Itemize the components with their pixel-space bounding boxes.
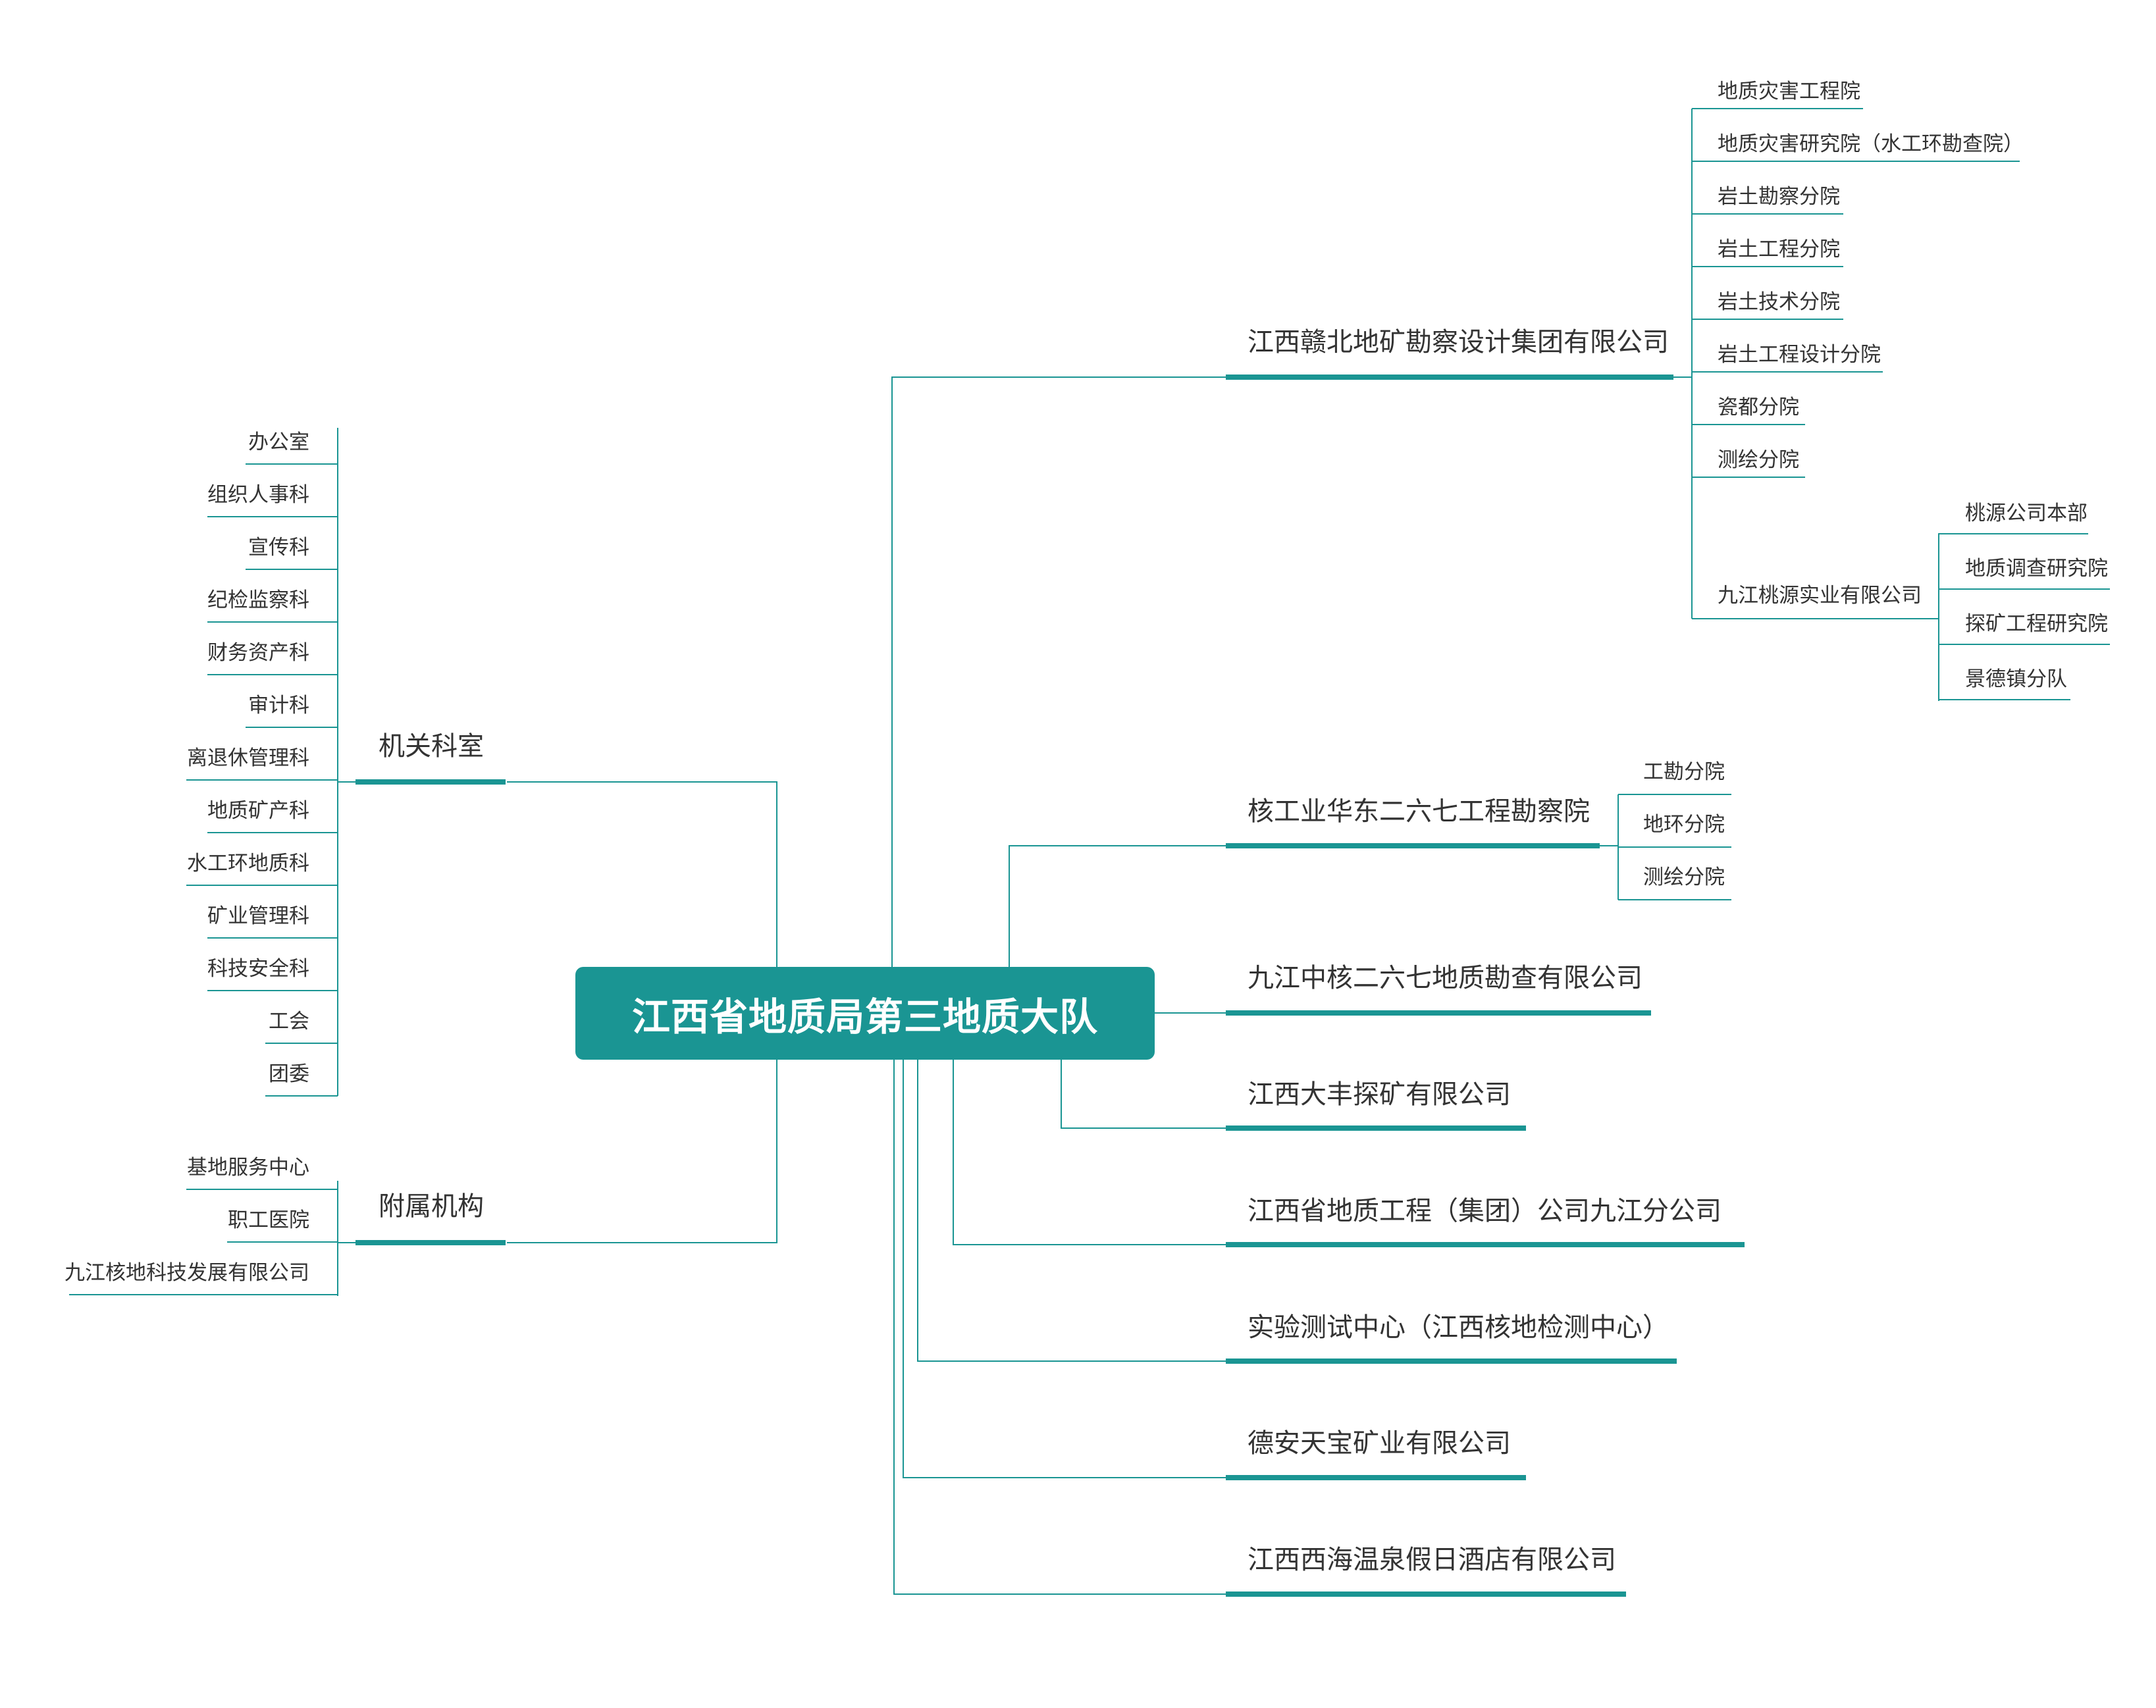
dept-item[interactable]: 审计科	[248, 694, 309, 717]
connector-root-xihai	[893, 1060, 1226, 1595]
dept-item[interactable]: 宣传科	[248, 536, 309, 559]
sub-item[interactable]: 工勘分院	[1643, 760, 1725, 784]
sub-item[interactable]: 岩土勘察分院	[1718, 185, 1840, 209]
dept-item[interactable]: 科技安全科	[207, 957, 309, 981]
connector-root-dizhi	[953, 1060, 1226, 1245]
sub-item[interactable]: 地环分院	[1643, 813, 1725, 837]
dept-item[interactable]: 财务资产科	[207, 641, 309, 665]
affiliate-item[interactable]: 基地服务中心	[187, 1156, 309, 1179]
dept-item[interactable]: 纪检监察科	[207, 588, 309, 612]
branch-jiguan-keshi[interactable]: 机关科室	[379, 731, 484, 762]
connector-root-fushu	[507, 1060, 777, 1243]
sub-item[interactable]: 岩土工程设计分院	[1718, 343, 1881, 367]
connector-root-ganbei	[891, 376, 1226, 967]
connector-root-jiguan	[507, 781, 777, 967]
dept-item[interactable]: 工会	[269, 1010, 309, 1033]
dept-item[interactable]: 水工环地质科	[187, 852, 309, 875]
sub-item[interactable]: 地质灾害工程院	[1718, 80, 1860, 103]
affiliate-item[interactable]: 九江核地科技发展有限公司	[65, 1261, 309, 1285]
branch-xihai-hotel[interactable]: 江西西海温泉假日酒店有限公司	[1248, 1545, 1616, 1575]
dept-item[interactable]: 办公室	[248, 430, 309, 454]
root-title: 江西省地质局第三地质大队	[631, 994, 1098, 1039]
connector-root-dafeng	[1061, 1060, 1226, 1129]
sub-item[interactable]: 瓷都分院	[1718, 396, 1799, 419]
sub-sub-item[interactable]: 桃源公司本部	[1965, 502, 2088, 525]
sub-sub-item[interactable]: 地质调查研究院	[1965, 557, 2108, 581]
sub-item-taoyuan[interactable]: 九江桃源实业有限公司	[1718, 584, 1922, 608]
connector-root-hegongye	[1009, 845, 1226, 967]
branch-fushu-jigou[interactable]: 附属机构	[379, 1191, 484, 1222]
root-node[interactable]: 江西省地质局第三地质大队	[575, 967, 1155, 1060]
connector-root-dean	[903, 1060, 1226, 1478]
branch-dizhi-gongcheng-jiujiang[interactable]: 江西省地质工程（集团）公司九江分公司	[1248, 1196, 1722, 1226]
sub-sub-item[interactable]: 景德镇分队	[1965, 667, 2067, 691]
sub-sub-item[interactable]: 探矿工程研究院	[1965, 612, 2108, 636]
dept-item[interactable]: 地质矿产科	[207, 799, 309, 823]
branch-dafeng-tankuang[interactable]: 江西大丰探矿有限公司	[1248, 1079, 1511, 1110]
branch-hegongye-267[interactable]: 核工业华东二六七工程勘察院	[1248, 796, 1590, 827]
dept-item[interactable]: 团委	[269, 1062, 309, 1086]
sub-item[interactable]: 地质灾害研究院（水工环勘查院）	[1718, 132, 2024, 156]
sub-item[interactable]: 岩土工程分院	[1718, 238, 1840, 261]
branch-shiyan-ceshi[interactable]: 实验测试中心（江西核地检测中心）	[1248, 1312, 1669, 1343]
branch-dean-tianbao[interactable]: 德安天宝矿业有限公司	[1248, 1428, 1511, 1459]
sub-item[interactable]: 岩土技术分院	[1718, 290, 1840, 314]
branch-jiujiang-zhonghe[interactable]: 九江中核二六七地质勘查有限公司	[1248, 963, 1643, 993]
branch-ganbei-dikuang[interactable]: 江西赣北地矿勘察设计集团有限公司	[1248, 327, 1669, 357]
dept-item[interactable]: 组织人事科	[207, 483, 309, 507]
sub-item[interactable]: 测绘分院	[1643, 866, 1725, 889]
dept-item[interactable]: 离退休管理科	[187, 746, 309, 770]
dept-item[interactable]: 矿业管理科	[207, 904, 309, 928]
sub-item[interactable]: 测绘分院	[1718, 448, 1799, 472]
affiliate-item[interactable]: 职工医院	[228, 1208, 309, 1232]
connector-root-shiyan	[917, 1060, 1226, 1362]
